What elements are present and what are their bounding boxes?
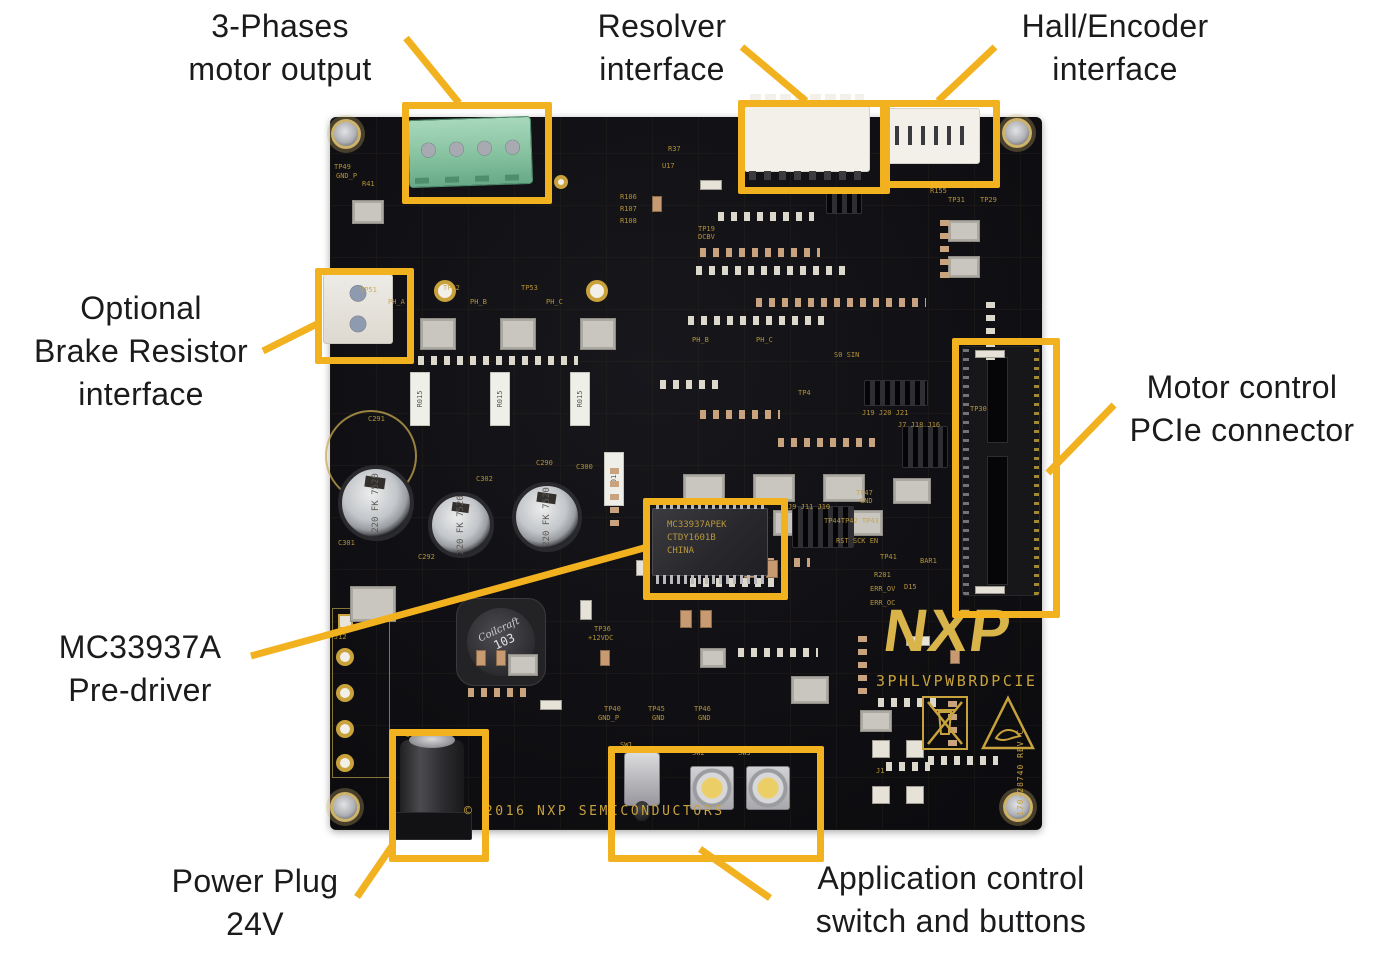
esd-icon — [980, 695, 1036, 750]
callout-line-power — [354, 844, 395, 899]
copyright-silkscreen: © 2016 NXP SEMICONDUCTORS — [464, 804, 725, 819]
highlight-box-hall — [880, 100, 1000, 188]
label-application-control: Application control switch and buttons — [762, 857, 1140, 943]
pcb-board — [330, 117, 1042, 830]
callout-line-hall — [935, 44, 998, 104]
callout-line-predriver — [250, 544, 645, 660]
highlight-box-app-control — [608, 746, 824, 862]
label-line: Motor control — [1146, 369, 1338, 405]
label-three-phase-motor-output: 3-Phases motor output — [110, 5, 450, 91]
label-line: MC33937A — [58, 629, 222, 665]
label-mc33937a-predriver: MC33937A Pre-driver — [28, 626, 252, 712]
highlight-box-predriver — [643, 498, 788, 600]
label-line: interface — [1052, 51, 1178, 87]
highlight-box-three-phase — [402, 102, 552, 204]
label-line: Pre-driver — [68, 672, 212, 708]
board-name-silkscreen: 3PHLVPWBRDPCIE — [876, 672, 1038, 690]
callout-line-resolver — [739, 44, 809, 104]
label-pcie-connector: Motor control PCIe connector — [1102, 366, 1382, 452]
label-line: PCIe connector — [1129, 412, 1355, 448]
label-brake-resistor-interface: Optional Brake Resistor interface — [10, 287, 272, 416]
label-resolver-interface: Resolver interface — [562, 5, 762, 91]
callout-line-brake — [261, 320, 319, 355]
label-line: Resolver — [597, 8, 727, 44]
label-line: Power Plug — [171, 863, 339, 899]
label-line: 24V — [226, 906, 284, 942]
label-line: motor output — [188, 51, 372, 87]
highlight-box-brake — [315, 268, 414, 364]
highlight-box-pcie — [952, 338, 1060, 618]
label-power-plug-24v: Power Plug 24V — [145, 860, 365, 946]
label-line: interface — [599, 51, 725, 87]
highlight-box-resolver — [738, 100, 890, 194]
label-line: Hall/Encoder — [1021, 8, 1209, 44]
label-line: Optional — [80, 290, 202, 326]
chip-marking-line: CHINA — [667, 546, 695, 556]
chip-marking: MC33937APEK CTDY1601B CHINA — [667, 519, 727, 558]
highlight-box-power — [389, 729, 489, 862]
callout-line-three-phase — [403, 35, 462, 106]
chip-marking-line: CTDY1601B — [667, 533, 716, 543]
label-line: switch and buttons — [815, 903, 1087, 939]
label-line: interface — [78, 376, 204, 412]
label-line: 3-Phases — [211, 8, 349, 44]
label-line: Brake Resistor — [33, 333, 249, 369]
label-line: Application control — [817, 860, 1085, 896]
label-hall-encoder-interface: Hall/Encoder interface — [985, 5, 1245, 91]
chip-marking-line: MC33937APEK — [667, 520, 727, 530]
